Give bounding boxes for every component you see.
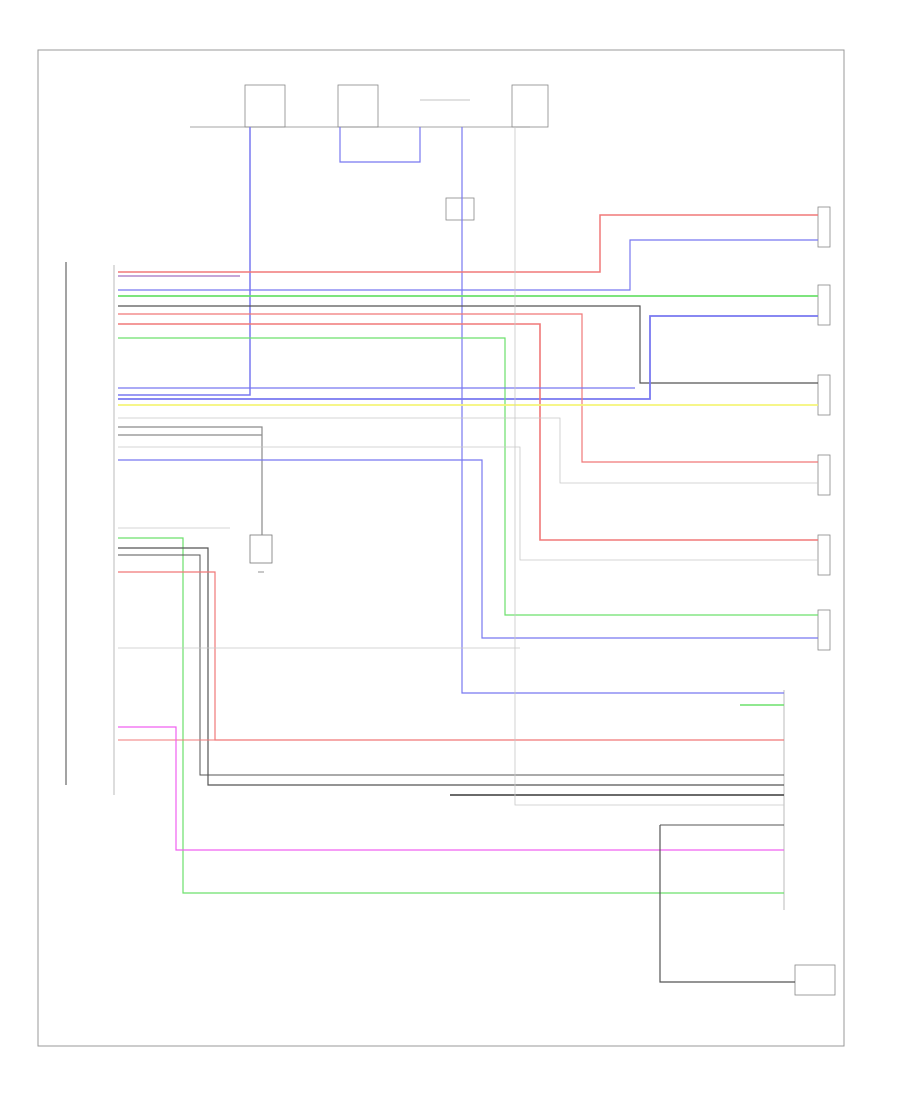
- right-rear-speaker-connector: [817, 454, 831, 496]
- wire-blue-5: [118, 239, 818, 291]
- wire-green-11: [118, 337, 818, 616]
- wire-dark-22: [118, 554, 784, 776]
- left-front-tweeter-connector: [817, 206, 831, 248]
- wire-gray-15: [118, 426, 263, 535]
- wire-blue-8: [118, 315, 818, 400]
- wire-layer: [118, 127, 818, 983]
- wire-blue-18: [118, 459, 818, 639]
- relay-box: [445, 197, 475, 221]
- amplifier-connector: [65, 262, 115, 795]
- wire-light-17: [118, 446, 818, 561]
- wire-blue-0: [118, 127, 251, 396]
- left-door-speaker-connector: [817, 534, 831, 576]
- fuse-block-left: [190, 84, 530, 128]
- antenna-amplifier-connector: [794, 964, 836, 996]
- wire-dark-7: [118, 305, 818, 384]
- wire-red-3: [118, 214, 818, 273]
- wire-light-28: [514, 127, 784, 806]
- wire-dark-21: [118, 547, 784, 786]
- wire-dark-31: [659, 825, 795, 983]
- fuse-block-right: [420, 84, 549, 128]
- speaker-connectors: [794, 206, 836, 996]
- ground-symbol: [249, 534, 273, 573]
- wire-green-20: [118, 537, 784, 894]
- left-rear-speaker-connector: [817, 374, 831, 416]
- wire-red-10: [118, 323, 818, 541]
- wire-blue-1: [339, 127, 421, 163]
- wire-magenta-25: [118, 726, 784, 851]
- wire-light-14: [118, 417, 818, 484]
- diagram-border: [37, 49, 845, 1047]
- wire-blue-2: [461, 127, 784, 694]
- fuse-block-middle: [337, 84, 379, 128]
- right-front-tweeter-connector: [817, 284, 831, 326]
- right-door-speaker-connector: [817, 609, 831, 651]
- wire-red-23: [118, 571, 784, 741]
